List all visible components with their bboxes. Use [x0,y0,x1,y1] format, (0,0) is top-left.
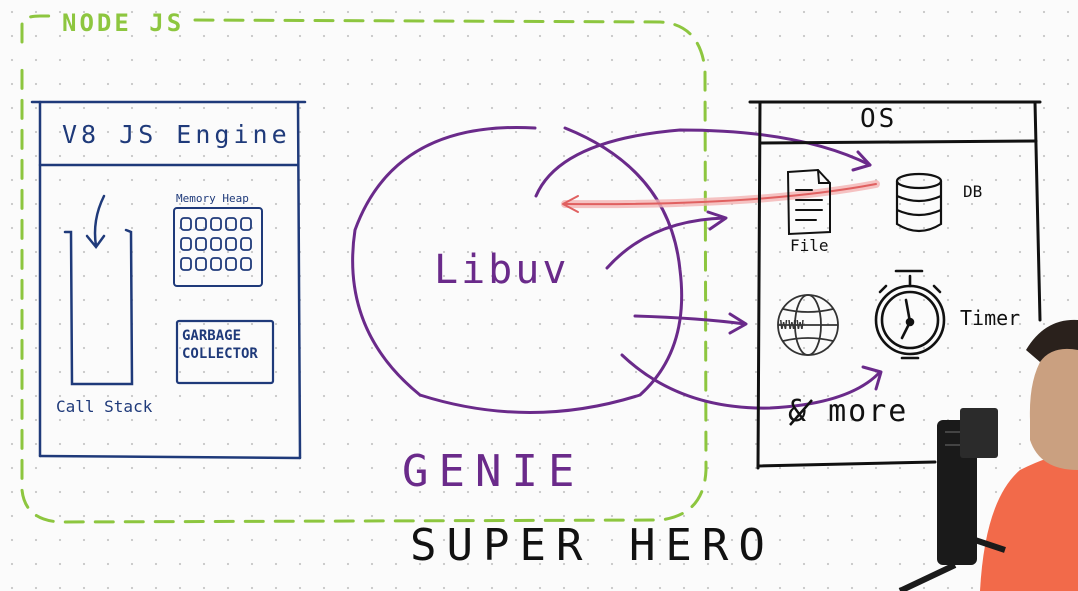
more-label: & more [788,394,909,429]
os-box [748,100,1042,470]
libuv-loop [351,125,684,414]
timer-label: Timer [960,306,1021,330]
file-label: File [790,236,829,255]
db-label: DB [963,182,983,201]
garbage-collector-box [175,319,275,385]
nodejs-boundary [20,14,708,524]
os-title: OS [860,104,898,134]
nodejs-label: NODE JS [62,9,185,37]
call-stack-shape [63,194,134,386]
v8-engine-box [30,100,307,460]
super-hero-note: SUPER HERO [410,520,775,571]
file-icon [786,168,831,236]
return-arrow [561,180,880,213]
presenter-webcam [980,319,1078,591]
globe-icon [777,294,839,356]
database-icon [895,172,943,233]
garbage-collector-label: GARBAGE COLLECTOR [182,328,258,362]
libuv-arrows [534,128,883,410]
libuv-label: Libuv [434,247,570,293]
memory-heap-icon [173,207,263,287]
microphone-icon [898,408,1006,591]
genie-note: GENIE [402,446,585,497]
ampersand-strike [789,399,813,426]
stopwatch-icon [874,269,946,360]
memory-heap-label: Memory Heap [176,192,249,205]
call-stack-label: Call Stack [56,397,153,416]
v8-engine-title: V8 JS Engine [62,120,291,149]
www-label: WWW [780,318,805,332]
